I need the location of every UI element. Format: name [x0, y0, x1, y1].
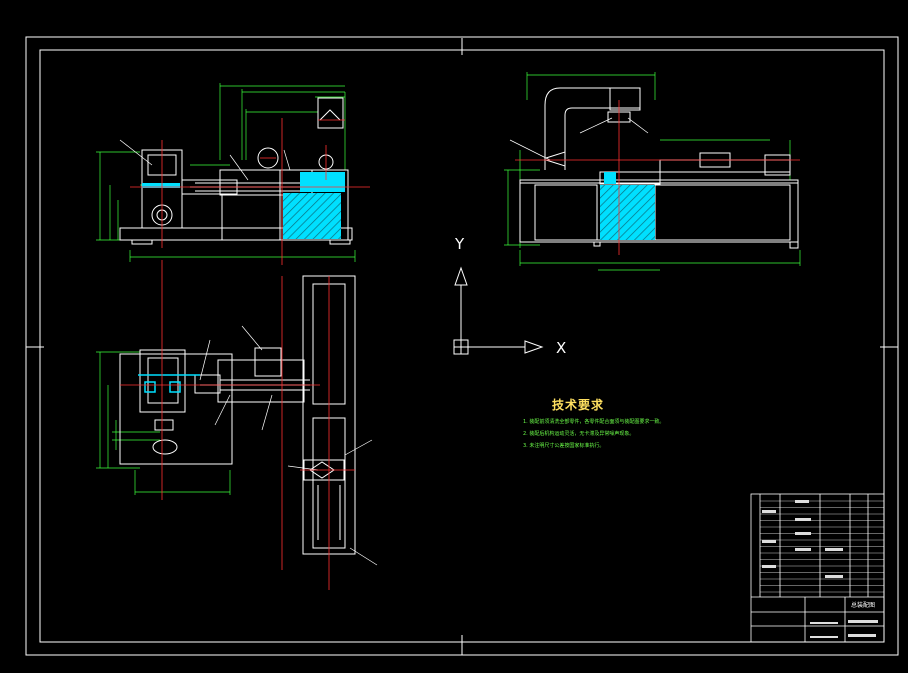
title-block-drawing-name: 总装配图: [851, 602, 876, 609]
ucs-icon: [453, 266, 544, 355]
technical-requirement-note-1: 1. 装配前须清洗全部零件，各零件配合面须与装配图要求一致。: [523, 419, 665, 425]
title-block: [750, 493, 885, 643]
technical-requirement-note-2: 2. 装配后机构运动灵活，无卡滞及异常噪声现象。: [523, 431, 635, 437]
ucs-y-label: Y: [455, 235, 465, 253]
y-arrow-icon: [454, 266, 468, 286]
top-view: [96, 260, 378, 590]
front-view: [96, 83, 370, 265]
ucs-x-label: X: [556, 339, 567, 357]
technical-requirement-note-3: 3. 未注明尺寸公差按国家标准执行。: [523, 443, 605, 449]
sheet-frame: [25, 36, 899, 656]
title-block-entries: [762, 500, 878, 638]
side-view: [504, 72, 801, 271]
x-arrow-icon: [524, 340, 544, 354]
technical-requirements-title: 技术要求: [552, 398, 605, 412]
